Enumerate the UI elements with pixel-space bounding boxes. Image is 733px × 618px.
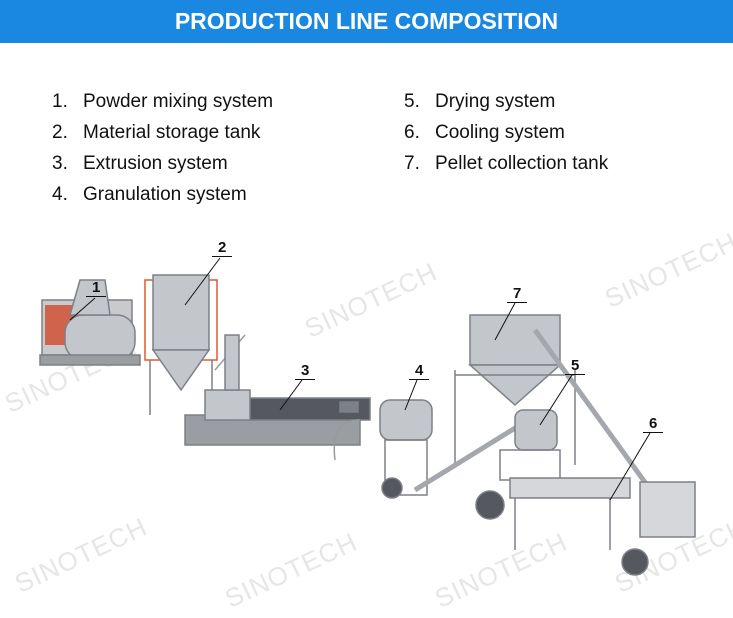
callout-7: 7 [507,285,528,303]
callout-1: 1 [86,279,107,297]
callout-3: 3 [295,362,316,380]
dryer [413,409,561,493]
callout-2: 2 [212,239,233,257]
list-item: 5.Drying system [404,91,556,112]
pellet-collection-tank [454,314,668,512]
storage-tank [144,274,246,415]
list-item: 7.Pellet collection tank [404,153,609,174]
granulator [333,399,433,499]
component-list-right: 5.Drying system 6.Cooling system 7.Pelle… [404,86,608,179]
callout-6: 6 [643,415,664,433]
component-list-left: 1.Powder mixing system 2.Material storag… [52,86,273,210]
list-item: 2.Material storage tank [52,122,261,143]
extruder [184,334,371,446]
callout-4: 4 [409,362,430,380]
list-item: 4.Granulation system [52,184,247,205]
machine-illustration [39,257,696,576]
cooling-system [475,477,696,576]
list-item: 1.Powder mixing system [52,91,274,112]
powder-mixer [39,279,141,366]
page-title: PRODUCTION LINE COMPOSITION [0,0,733,43]
callout-5: 5 [565,357,586,375]
list-item: 6.Cooling system [404,122,565,143]
list-item: 3.Extrusion system [52,153,228,174]
